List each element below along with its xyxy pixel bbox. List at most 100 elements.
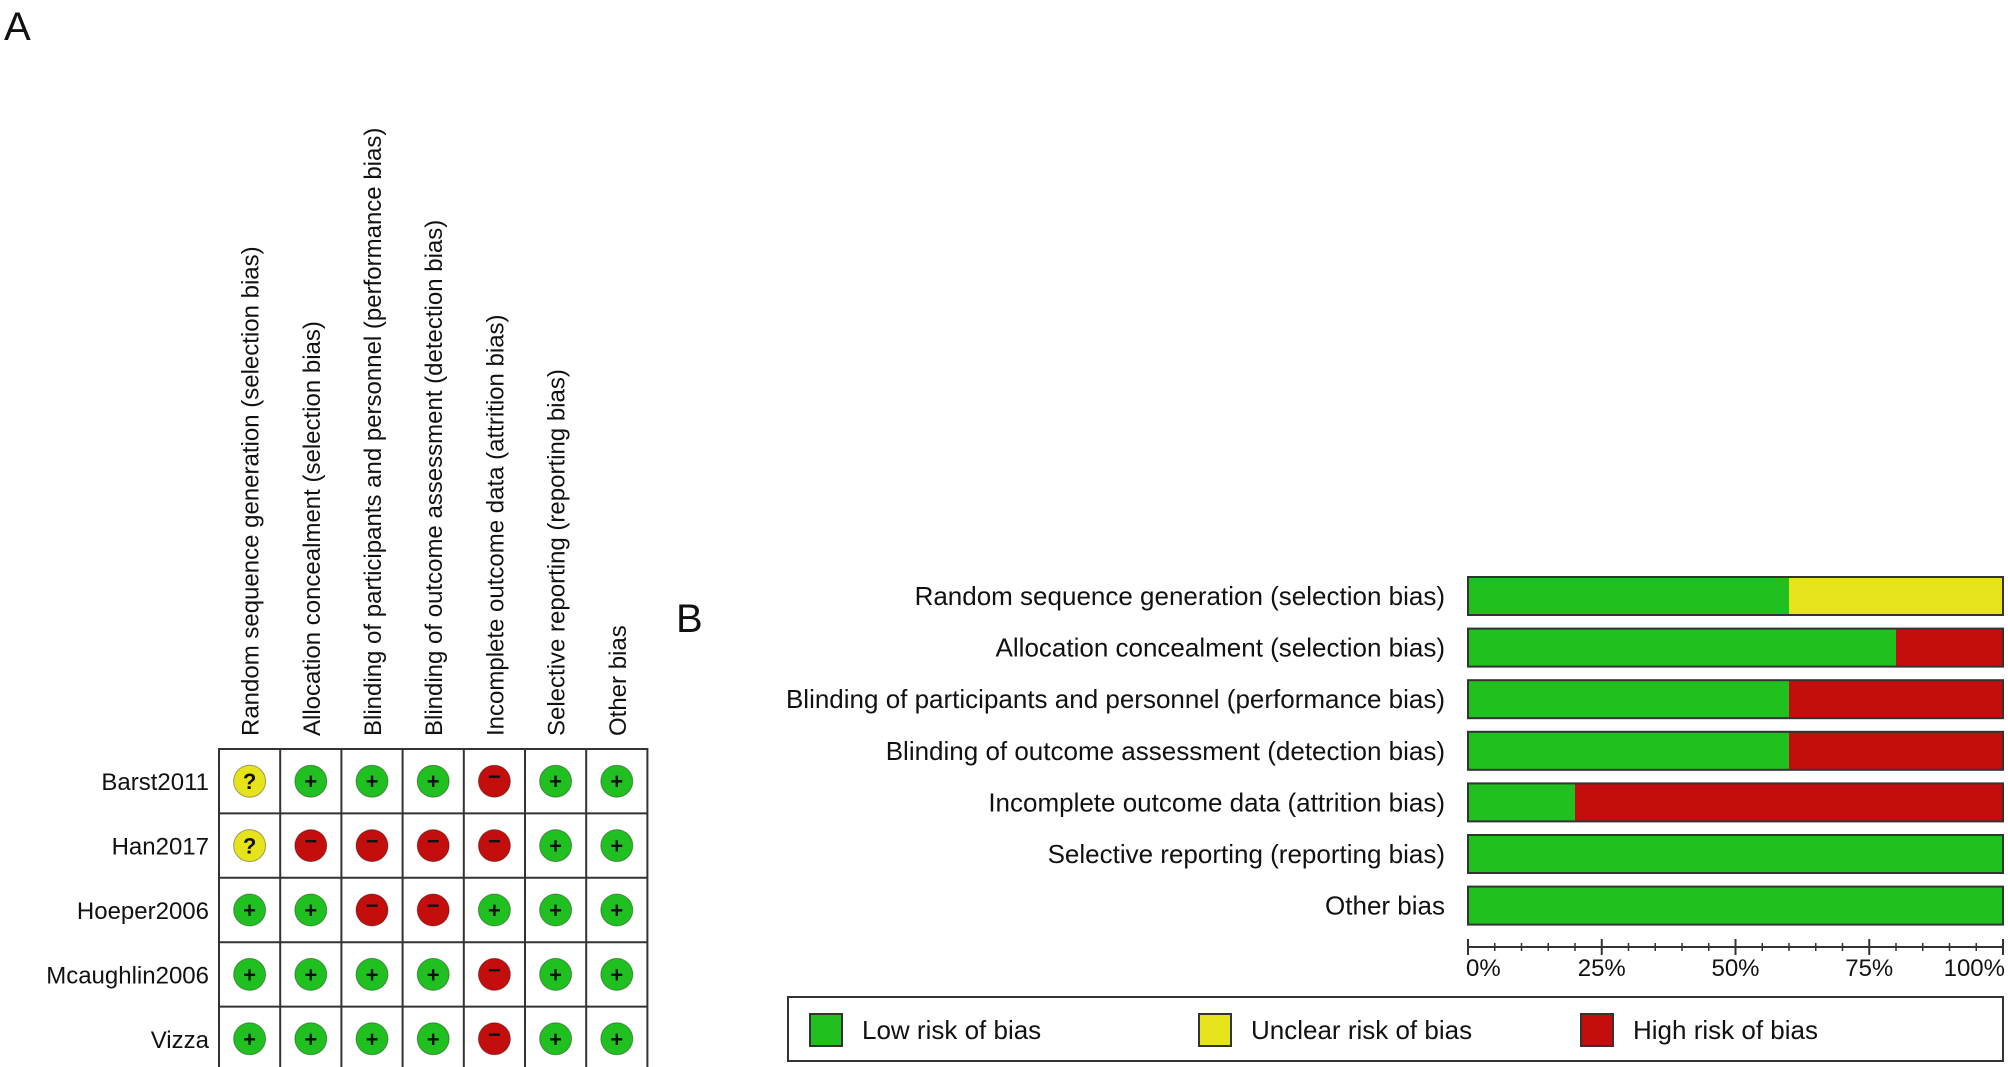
judgement-unclear-icon: [233, 829, 267, 863]
x-tick-label: 75%: [1845, 955, 1893, 982]
judgement-symbol: +: [549, 834, 562, 859]
judgement-symbol: +: [304, 898, 317, 923]
x-tick-label: 100%: [1944, 955, 2005, 982]
legend-swatch-high: [1580, 1013, 1614, 1047]
study-label: Han2017: [112, 834, 209, 861]
x-tick-label: 50%: [1711, 955, 1759, 982]
judgement-symbol: −: [366, 893, 379, 918]
legend-box: [787, 996, 2004, 1062]
judgement-symbol: −: [366, 829, 379, 854]
category-label: Selective reporting (reporting bias): [1048, 839, 1445, 869]
judgement-low-icon: [539, 829, 573, 863]
study-label: Mcaughlin2006: [46, 962, 209, 989]
column-header: Blinding of participants and personnel (…: [360, 128, 387, 736]
judgement-low-icon: [294, 1022, 328, 1056]
bar-outline: [1467, 885, 2004, 926]
risk-of-bias-graph: Random sequence generation (selection bi…: [786, 576, 2005, 982]
bar-segment-low: [1468, 731, 1789, 770]
judgement-low-icon: [355, 764, 389, 798]
column-header: Blinding of outcome assessment (detectio…: [421, 220, 448, 736]
judgement-low-icon: [416, 764, 450, 798]
category-label: Blinding of participants and personnel (…: [786, 684, 1445, 714]
judgement-symbol: +: [243, 898, 256, 923]
judgement-symbol: −: [488, 1022, 501, 1047]
judgement-symbol: +: [549, 898, 562, 923]
judgement-symbol: +: [610, 898, 623, 923]
study-label: Barst2011: [101, 769, 209, 796]
bar-outline: [1467, 834, 2004, 874]
judgement-symbol: ?: [243, 834, 256, 859]
judgement-high-icon: [477, 957, 511, 991]
judgement-symbol: +: [243, 1027, 256, 1052]
legend-label: Unclear risk of bias: [1251, 1015, 1472, 1045]
judgement-low-icon: [539, 764, 573, 798]
column-header: Allocation concealment (selection bias): [299, 321, 326, 736]
judgement-symbol: −: [427, 893, 440, 918]
bar-outline: [1467, 782, 2004, 823]
bar-segment-high: [1789, 680, 2003, 719]
judgement-low-icon: [233, 957, 267, 991]
judgement-symbol: +: [366, 1027, 379, 1052]
judgement-symbol: +: [427, 769, 440, 794]
judgement-high-icon: [477, 764, 511, 798]
x-tick-label: 25%: [1578, 955, 1626, 982]
judgement-symbol: ?: [243, 769, 256, 794]
judgement-symbol: +: [427, 962, 440, 987]
judgement-symbol: +: [610, 962, 623, 987]
judgement-high-icon: [477, 1022, 511, 1056]
judgement-low-icon: [233, 893, 267, 927]
judgement-symbol: −: [304, 829, 317, 854]
bar-segment-low: [1468, 835, 2003, 873]
study-label: Vizza: [151, 1027, 210, 1054]
judgement-high-icon: [355, 893, 389, 927]
judgement-symbol: −: [488, 957, 501, 982]
category-label: Random sequence generation (selection bi…: [915, 581, 1445, 611]
column-header: Other bias: [605, 625, 632, 736]
judgement-symbol: +: [610, 769, 623, 794]
bar-segment-low: [1468, 577, 1789, 615]
legend-swatch-unclear: [1198, 1013, 1232, 1047]
category-label: Allocation concealment (selection bias): [996, 633, 1445, 663]
judgement-symbol: +: [427, 1027, 440, 1052]
judgement-symbol: +: [610, 1027, 623, 1052]
judgement-low-icon: [294, 893, 328, 927]
judgement-low-icon: [294, 957, 328, 991]
bar-segment-low: [1468, 628, 1896, 667]
judgement-symbol: +: [304, 769, 317, 794]
judgement-symbol: +: [549, 962, 562, 987]
judgement-symbol: −: [488, 829, 501, 854]
bar-outline: [1467, 679, 2004, 720]
judgement-unclear-icon: [233, 764, 267, 798]
judgement-high-icon: [294, 829, 328, 863]
judgement-symbol: +: [549, 1027, 562, 1052]
judgement-symbol: +: [243, 962, 256, 987]
bar-segment-low: [1468, 680, 1789, 719]
column-header: Random sequence generation (selection bi…: [238, 246, 265, 736]
judgement-low-icon: [600, 829, 634, 863]
category-label: Other bias: [1325, 891, 1445, 921]
bar-segment-high: [1575, 783, 2003, 822]
judgement-symbol: +: [304, 962, 317, 987]
bar-outline: [1467, 627, 2004, 668]
judgement-symbol: −: [427, 829, 440, 854]
judgement-symbol: +: [304, 1027, 317, 1052]
judgement-symbol: +: [549, 769, 562, 794]
study-label: Hoeper2006: [77, 898, 209, 925]
panel-a-label: A: [4, 5, 31, 49]
judgement-high-icon: [416, 829, 450, 863]
judgement-low-icon: [539, 893, 573, 927]
judgement-high-icon: [355, 829, 389, 863]
judgement-low-icon: [600, 893, 634, 927]
risk-of-bias-summary-table: Random sequence generation (selection bi…: [46, 128, 649, 1067]
panel-b-label: B: [676, 597, 703, 641]
judgement-low-icon: [477, 893, 511, 927]
judgement-symbol: +: [610, 834, 623, 859]
judgement-high-icon: [416, 893, 450, 927]
judgement-low-icon: [600, 1022, 634, 1056]
bar-segment-unclear: [1789, 577, 2003, 615]
judgement-low-icon: [539, 957, 573, 991]
judgement-low-icon: [294, 764, 328, 798]
judgement-symbol: +: [366, 962, 379, 987]
